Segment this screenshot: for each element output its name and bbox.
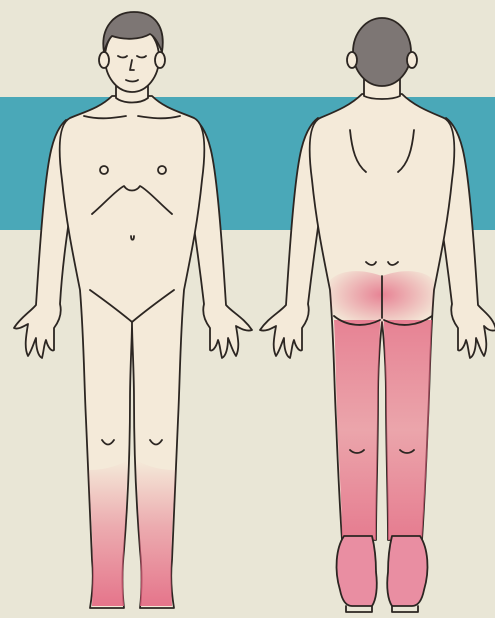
back-head — [353, 18, 411, 86]
back-right-ear — [407, 52, 417, 68]
front-right-ear — [155, 52, 165, 68]
back-toes — [346, 606, 418, 612]
back-right-sole — [387, 536, 427, 606]
back-left-ear — [347, 52, 357, 68]
front-body — [60, 96, 205, 608]
back-left-sole — [337, 536, 377, 606]
front-pain-right-shin — [88, 460, 128, 606]
front-left-ear — [99, 52, 109, 68]
front-pain-left-shin — [136, 460, 176, 606]
